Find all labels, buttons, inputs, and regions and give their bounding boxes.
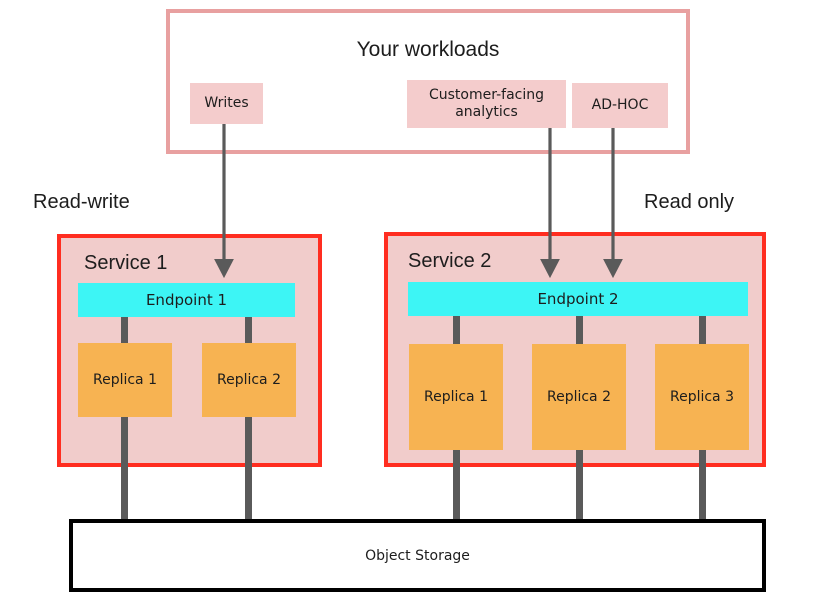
workload-chip-ad-hoc[interactable]: AD-HOC (572, 83, 668, 128)
service-1-replica-1[interactable]: Replica 1 (78, 343, 172, 417)
service-2-replica-1-label: Replica 1 (423, 389, 488, 405)
service-2-replica-1[interactable]: Replica 1 (409, 344, 503, 450)
service-1-replica-1-label: Replica 1 (92, 372, 157, 388)
workloads-title: Your workloads (356, 38, 500, 61)
connector-endpoint1-replica2 (245, 317, 252, 344)
connector-s1-replica2-storage (245, 417, 252, 520)
service-2-title: Service 2 (408, 250, 492, 272)
connector-endpoint2-replica1 (453, 316, 460, 344)
connector-s2-replica3-storage (699, 450, 706, 520)
connector-endpoint1-replica1 (121, 317, 128, 344)
workloads-panel: Your workloads (166, 9, 690, 154)
endpoint-1-label: Endpoint 1 (145, 291, 228, 309)
object-storage-label: Object Storage (365, 547, 470, 564)
endpoint-2[interactable]: Endpoint 2 (408, 282, 748, 316)
endpoint-2-label: Endpoint 2 (537, 290, 619, 308)
service-1-replica-2[interactable]: Replica 2 (202, 343, 296, 417)
connector-s2-replica2-storage (576, 450, 583, 520)
service-2-replica-2-label: Replica 2 (546, 389, 611, 405)
workload-chip-ad-hoc-label: AD-HOC (591, 96, 649, 113)
label-read-write: Read-write (33, 191, 130, 213)
service-2-replica-3[interactable]: Replica 3 (655, 344, 749, 450)
connector-endpoint2-replica2 (576, 316, 583, 344)
workload-chip-customer-facing-analytics[interactable]: Customer-facing analytics (407, 80, 566, 128)
service-1-title: Service 1 (84, 252, 168, 274)
connector-endpoint2-replica3 (699, 316, 706, 344)
object-storage-box[interactable]: Object Storage (69, 519, 766, 592)
label-read-only: Read only (644, 191, 735, 213)
service-1-replica-2-label: Replica 2 (216, 372, 281, 388)
connector-s1-replica1-storage (121, 417, 128, 520)
workload-chip-customer-facing-analytics-label: Customer-facing analytics (428, 86, 544, 121)
workload-chip-writes[interactable]: Writes (190, 83, 263, 124)
service-2-replica-3-label: Replica 3 (669, 389, 734, 405)
workload-chip-writes-label: Writes (204, 94, 249, 111)
endpoint-1[interactable]: Endpoint 1 (78, 283, 295, 317)
service-2-replica-2[interactable]: Replica 2 (532, 344, 626, 450)
connector-s2-replica1-storage (453, 450, 460, 520)
